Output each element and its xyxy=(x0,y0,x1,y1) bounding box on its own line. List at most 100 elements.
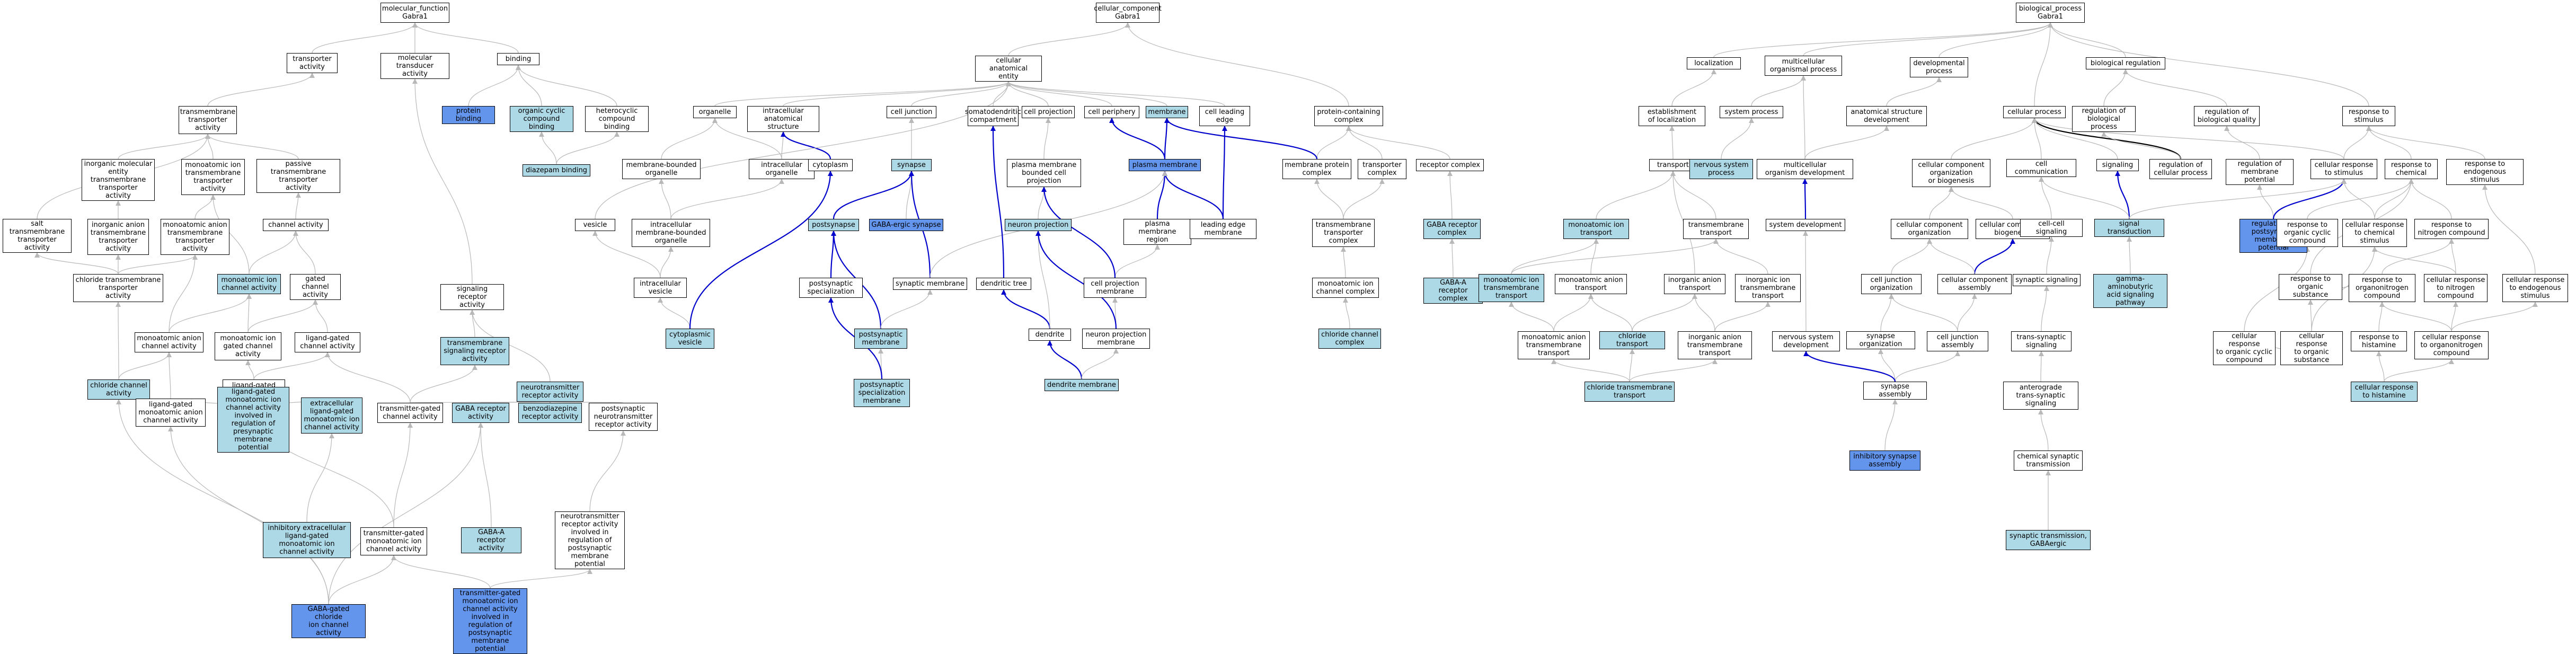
go-term-node-synorg[interactable]: synapse organization xyxy=(1846,331,1915,349)
go-term-node-celljunction[interactable]: cell junction xyxy=(887,106,936,118)
go-term-node-diazepam[interactable]: diazepam binding xyxy=(523,164,590,176)
go-term-node-dendtree[interactable]: dendritic tree xyxy=(976,278,1031,290)
go-term-node-dendritemem[interactable]: dendrite membrane xyxy=(1044,379,1119,391)
go-term-node-cytoplasm[interactable]: cytoplasm xyxy=(808,159,853,171)
go-term-node-systemproc[interactable]: system process xyxy=(1720,106,1783,118)
go-term-node-synassembly[interactable]: synapse assembly xyxy=(1863,382,1927,400)
go-term-node-cellproj[interactable]: cell projection xyxy=(1022,106,1075,118)
go-term-node-localization[interactable]: localization xyxy=(1687,57,1741,69)
go-term-node-organelle[interactable]: organelle xyxy=(693,106,737,118)
go-term-node-chloridetransport[interactable]: chloride transport xyxy=(1599,331,1665,349)
go-term-node-bioreg[interactable]: biological regulation xyxy=(2086,57,2165,69)
go-term-node-cellcomm[interactable]: cell communication xyxy=(2006,159,2076,177)
go-term-node-syntransgaba[interactable]: synaptic transmission,GABAergic xyxy=(2006,530,2091,550)
go-term-node-signaltrans[interactable]: signal transduction xyxy=(2094,219,2164,237)
go-term-node-protbind[interactable]: protein binding xyxy=(442,106,495,124)
go-term-node-dendrite[interactable]: dendrite xyxy=(1029,329,1071,341)
go-term-node-binding[interactable]: binding xyxy=(497,53,539,65)
go-term-node-reccomplex[interactable]: receptor complex xyxy=(1416,159,1484,171)
go-term-node-synapse[interactable]: synapse xyxy=(891,159,932,171)
go-term-node-signaling[interactable]: signaling xyxy=(2096,159,2139,171)
go-term-node-neuronproj[interactable]: neuron projection xyxy=(1005,219,1072,231)
go-term-node-sysdev[interactable]: system development xyxy=(1766,219,1845,231)
go-term-node-plasmamem[interactable]: plasma membrane xyxy=(1129,159,1201,171)
